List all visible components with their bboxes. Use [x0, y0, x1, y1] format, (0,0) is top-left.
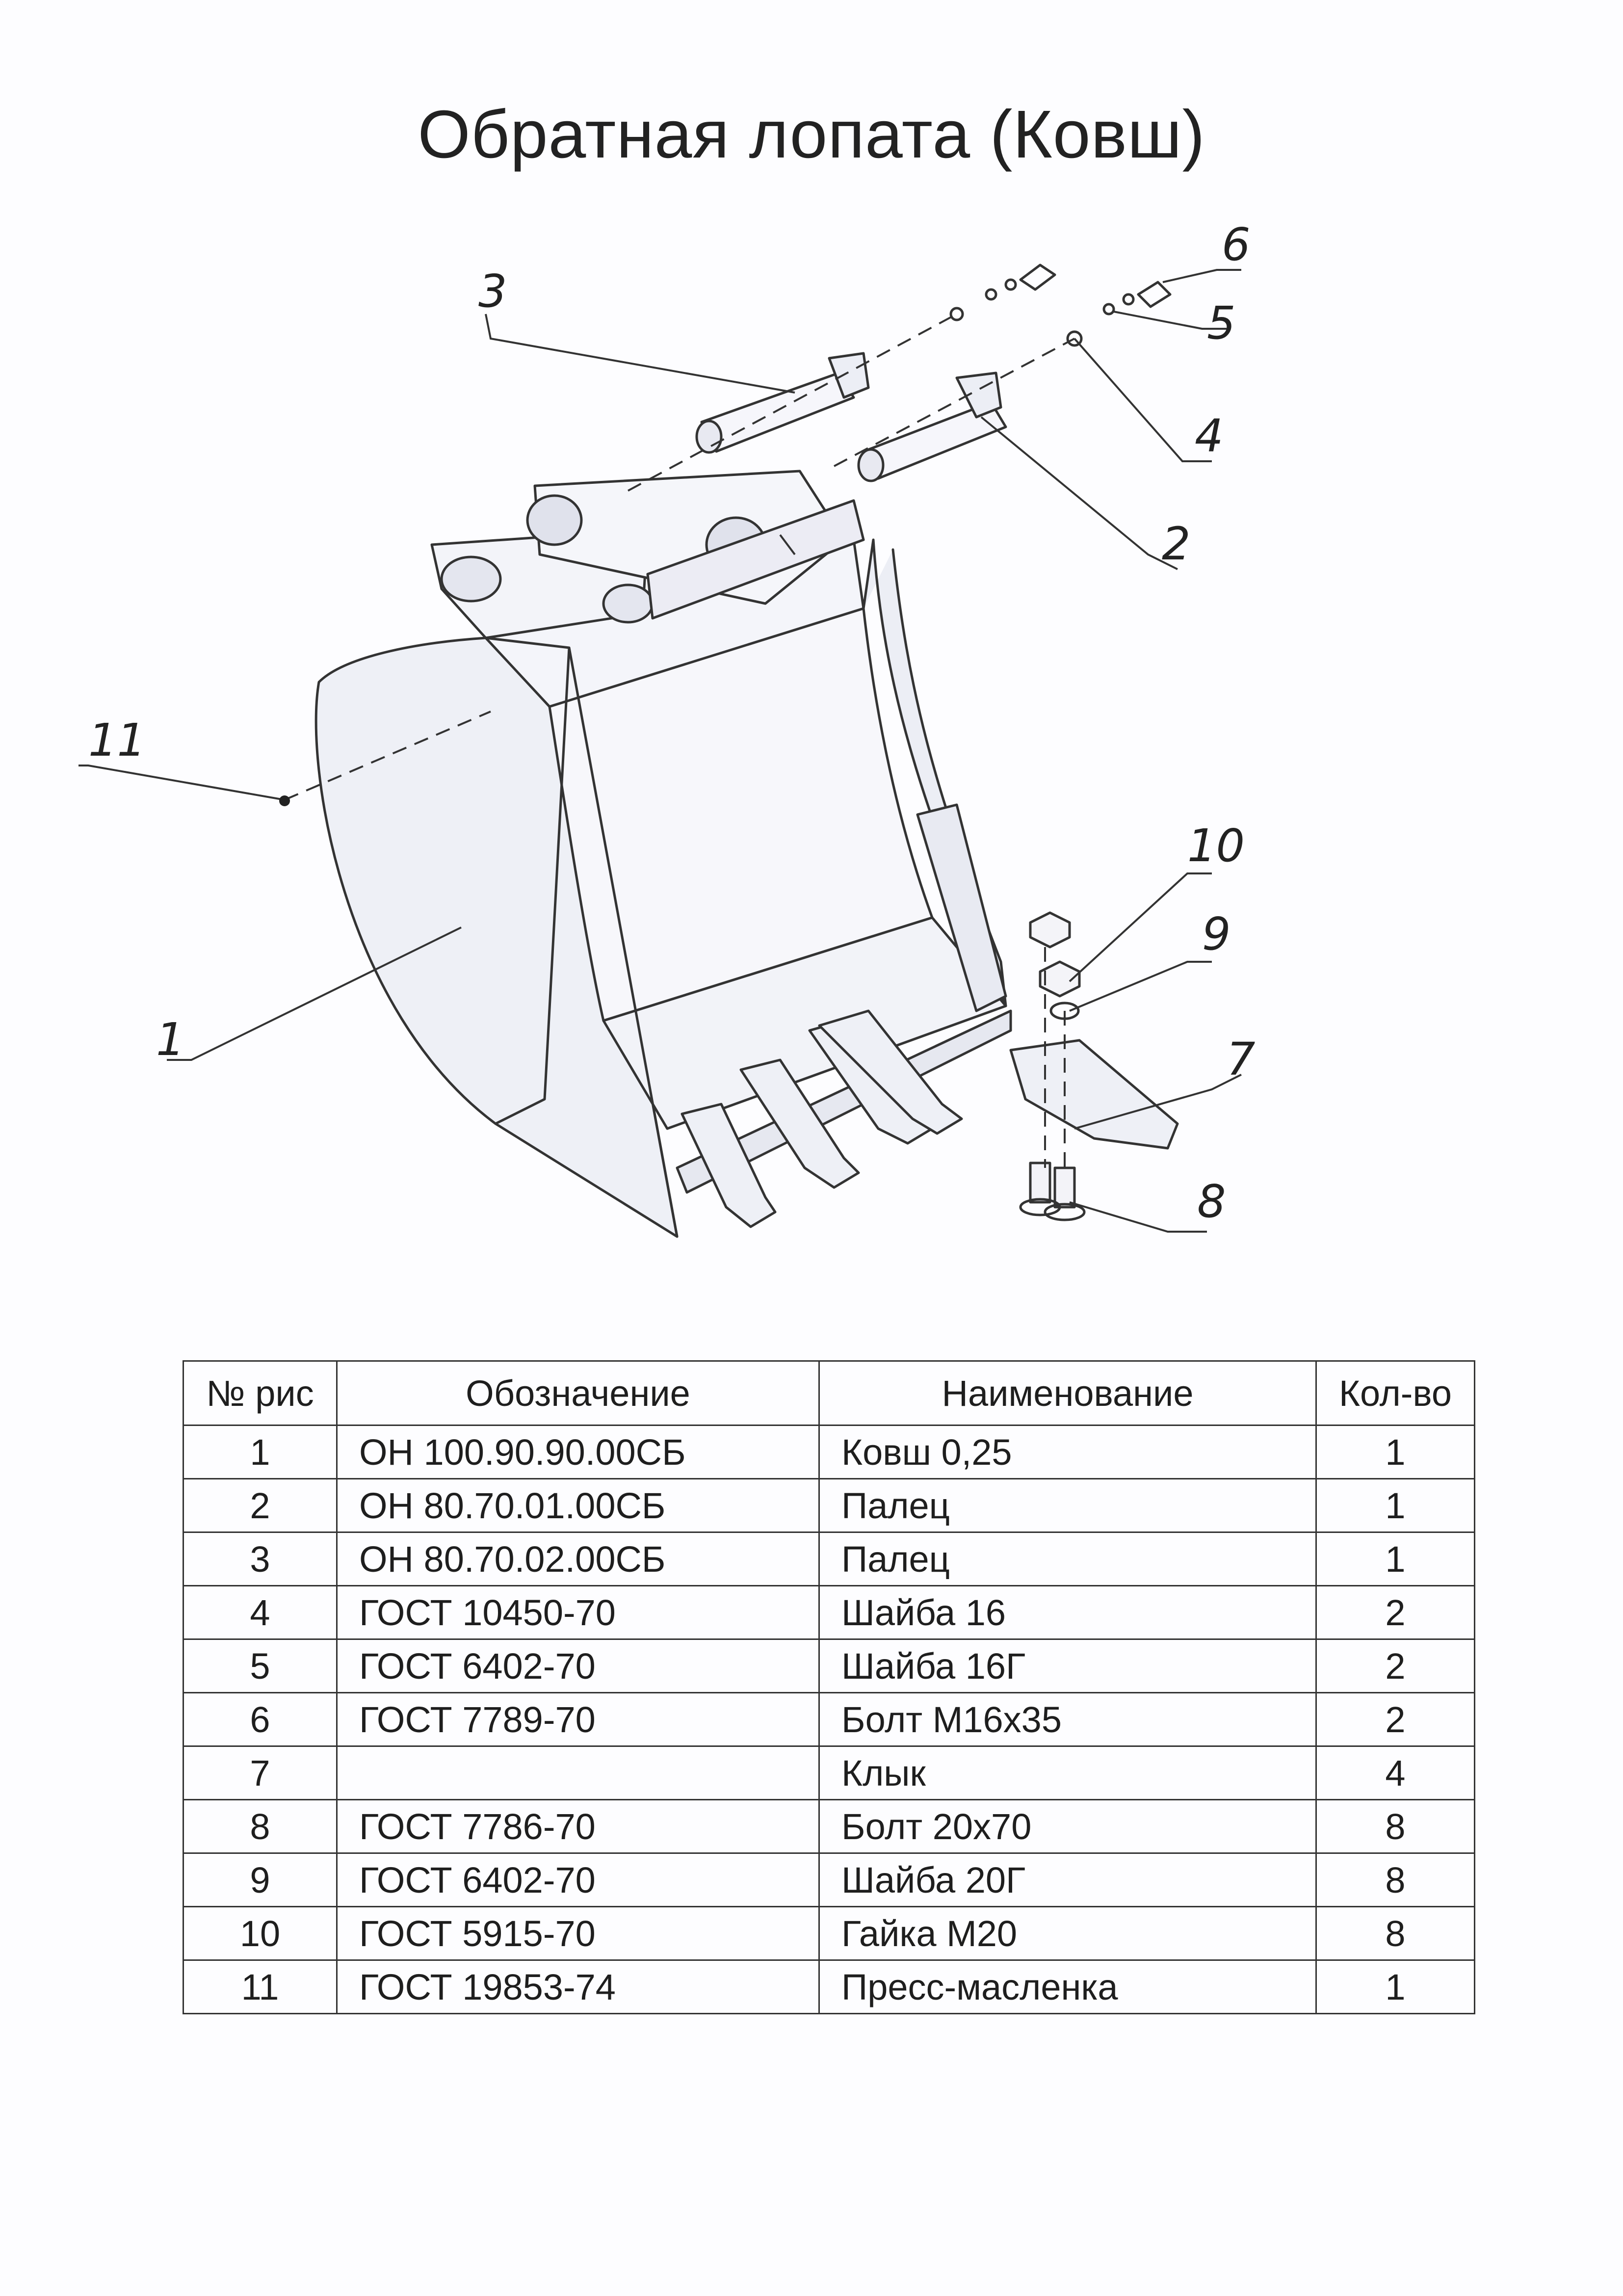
- header-num: № рис: [183, 1360, 338, 1426]
- cell-name: Болт М16х35: [818, 1692, 1317, 1747]
- cell-name: Ковш 0,25: [818, 1425, 1317, 1479]
- table-row: 9 ГОСТ 6402-70 Шайба 20Г 8: [183, 1852, 1475, 1907]
- cell-qty: 1: [1315, 1959, 1475, 2014]
- cell-num: 3: [183, 1531, 338, 1586]
- cell-qty: 1: [1315, 1531, 1475, 1586]
- cell-qty: 1: [1315, 1425, 1475, 1479]
- header-name: Наименование: [818, 1360, 1317, 1426]
- cell-num: 4: [183, 1585, 338, 1640]
- cell-name: Гайка М20: [818, 1906, 1317, 1961]
- pin-2: [857, 371, 1007, 482]
- table-row: 6 ГОСТ 7789-70 Болт М16х35 2: [183, 1692, 1475, 1747]
- cell-code: [336, 1745, 820, 1800]
- header-code: Обозначение: [336, 1360, 820, 1426]
- cell-name: Шайба 16Г: [818, 1638, 1317, 1693]
- callout-2: 2: [1162, 518, 1191, 570]
- tooth-7: [1009, 1039, 1179, 1150]
- cell-num: 10: [183, 1906, 338, 1961]
- parts-table: № рис Обозначение Наименование Кол-во 1 …: [183, 1360, 1475, 2014]
- cell-num: 5: [183, 1638, 338, 1693]
- cell-qty: 2: [1315, 1585, 1475, 1640]
- cell-name: Шайба 20Г: [818, 1852, 1317, 1907]
- cell-name: Шайба 16: [818, 1585, 1317, 1640]
- cell-qty: 8: [1315, 1852, 1475, 1907]
- table-row: 5 ГОСТ 6402-70 Шайба 16Г 2: [183, 1638, 1475, 1693]
- callout-3: 3: [478, 265, 507, 317]
- cell-qty: 2: [1315, 1638, 1475, 1693]
- page-title: Обратная лопата (Ковш): [418, 97, 1205, 172]
- cell-num: 2: [183, 1478, 338, 1533]
- header-qty: Кол-во: [1315, 1360, 1475, 1426]
- callout-4: 4: [1195, 410, 1224, 462]
- cell-code: ГОСТ 10450-70: [336, 1585, 820, 1640]
- table-row: 2 ОН 80.70.01.00СБ Палец 1: [183, 1478, 1475, 1533]
- cell-num: 11: [183, 1959, 338, 2014]
- cell-qty: 1: [1315, 1478, 1475, 1533]
- cell-code: ОН 80.70.01.00СБ: [336, 1478, 820, 1533]
- cell-qty: 4: [1315, 1745, 1475, 1800]
- bucket-teeth: [681, 1009, 963, 1228]
- callout-9: 9: [1202, 908, 1231, 960]
- cell-num: 6: [183, 1692, 338, 1747]
- cell-name: Клык: [818, 1745, 1317, 1800]
- callout-6: 6: [1222, 218, 1251, 271]
- cell-name: Палец: [818, 1478, 1317, 1533]
- cell-code: ГОСТ 7789-70: [336, 1692, 820, 1747]
- callout-11: 11: [88, 714, 146, 766]
- table-row: 3 ОН 80.70.02.00СБ Палец 1: [183, 1531, 1475, 1586]
- table-row: 7 Клык 4: [183, 1745, 1475, 1800]
- pin-3: [695, 352, 870, 454]
- cell-qty: 8: [1315, 1799, 1475, 1854]
- cell-num: 1: [183, 1425, 338, 1479]
- cell-code: ГОСТ 7786-70: [336, 1799, 820, 1854]
- callout-5: 5: [1207, 297, 1236, 349]
- cell-num: 8: [183, 1799, 338, 1854]
- table-row: 1 ОН 100.90.90.00СБ Ковш 0,25 1: [183, 1425, 1475, 1479]
- cell-name: Болт 20х70: [818, 1799, 1317, 1854]
- callout-7: 7: [1227, 1033, 1256, 1085]
- cell-qty: 8: [1315, 1906, 1475, 1961]
- cell-code: ОН 80.70.02.00СБ: [336, 1531, 820, 1586]
- cell-code: ГОСТ 6402-70: [336, 1852, 820, 1907]
- table-row: 11 ГОСТ 19853-74 Пресс-масленка 1: [183, 1959, 1475, 2014]
- callout-1: 1: [156, 1013, 185, 1066]
- cell-qty: 2: [1315, 1692, 1475, 1747]
- cell-code: ГОСТ 5915-70: [336, 1906, 820, 1961]
- cell-name: Палец: [818, 1531, 1317, 1586]
- cell-num: 9: [183, 1852, 338, 1907]
- cell-num: 7: [183, 1745, 338, 1800]
- table-row: 4 ГОСТ 10450-70 Шайба 16 2: [183, 1585, 1475, 1640]
- callout-8: 8: [1197, 1175, 1226, 1228]
- bucket-assembly-drawing: 1 2 3 4 5 6 7 8 9 10 11: [79, 218, 1256, 1238]
- cell-code: ОН 100.90.90.00СБ: [336, 1425, 820, 1479]
- callout-10: 10: [1187, 819, 1245, 872]
- cell-code: ГОСТ 19853-74: [336, 1959, 820, 2014]
- table-row: 10 ГОСТ 5915-70 Гайка М20 8: [183, 1906, 1475, 1961]
- cell-name: Пресс-масленка: [818, 1959, 1317, 2014]
- table-header-row: № рис Обозначение Наименование Кол-во: [183, 1360, 1475, 1426]
- table-row: 8 ГОСТ 7786-70 Болт 20х70 8: [183, 1799, 1475, 1854]
- cell-code: ГОСТ 6402-70: [336, 1638, 820, 1693]
